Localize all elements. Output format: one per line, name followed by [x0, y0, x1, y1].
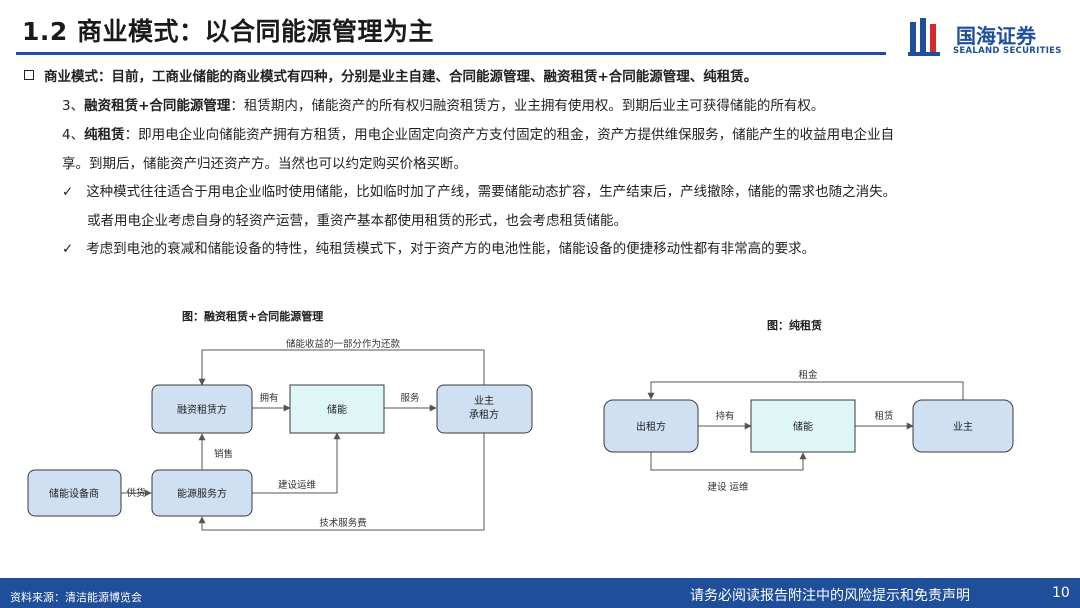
edge-service-label: 服务	[400, 392, 420, 404]
page-number: 10	[1052, 585, 1070, 601]
edge-build-operate-r-line	[650, 452, 807, 471]
edge-build-operate-label: 建设运维	[278, 479, 317, 491]
node-energy-service-box	[151, 469, 253, 517]
check-item-1-text: 这种模式往往适合于用电企业临时使用储能，比如临时加了产线，需要储能动态扩容，生产…	[86, 184, 897, 200]
edge-supply-label: 供货	[126, 487, 145, 499]
node-owner-label-1: 业主	[474, 395, 494, 407]
node-storage-r-box	[750, 399, 856, 453]
left-flow-diagram: 储能收益的一部分作为还款 拥有 服务 销售 供货 建设运维 技术服务费 融资租赁…	[27, 338, 533, 531]
model-3-name: 融资租赁+合同能源管理	[84, 98, 231, 114]
logo-text-cn: 国海证券	[956, 24, 1036, 48]
node-leasing-label: 融资租赁方	[177, 403, 227, 416]
node-equipment-label: 储能设备商	[49, 487, 99, 500]
check-item-2: ✓ 考虑到电池的衰减和储能设备的特性，纯租赁模式下，对于资产方的电池性能，储能设…	[62, 239, 815, 259]
edge-build-operate-line	[252, 432, 341, 494]
edge-lease-label: 租赁	[874, 410, 893, 422]
edge-hold-label: 持有	[715, 410, 734, 422]
node-owner-r-box	[912, 399, 1014, 453]
edge-revenue-share-line	[198, 349, 485, 386]
edge-own-label: 拥有	[259, 392, 278, 404]
footer-disclaimer: 请务必阅读报告附注中的风险提示和免责声明	[690, 588, 970, 604]
summary-text: 商业模式：目前，工商业储能的商业模式有四种，分别是业主自建、合同能源管理、融资租…	[44, 69, 758, 85]
sealand-logo-icon	[908, 18, 940, 56]
page-title: 1.2 商业模式：以合同能源管理为主	[22, 17, 434, 46]
node-energy-service-label: 能源服务方	[177, 487, 227, 500]
model-3-desc: ：租赁期内，储能资产的所有权归融资租赁方，业主拥有使用权。到期后业主可获得储能的…	[230, 98, 825, 114]
node-owner-r-label: 业主	[953, 421, 973, 433]
title-divider	[16, 52, 886, 55]
edge-build-operate-r-label: 建设 运维	[707, 481, 749, 493]
left-diagram-caption: 图：融资租赁+合同能源管理	[182, 310, 324, 323]
model-4-number: 4、	[62, 127, 85, 143]
square-bullet-icon	[24, 70, 34, 80]
node-leasing-box	[151, 384, 253, 434]
logo-text-en: SEALAND SECURITIES	[953, 46, 1062, 56]
edge-tech-fee-label: 技术服务费	[319, 517, 367, 529]
check-item-1: ✓ 这种模式往往适合于用电企业临时使用储能，比如临时加了产线，需要储能动态扩容，…	[62, 182, 896, 202]
model-4-desc: ：即用电企业向储能资产拥有方租赁，用电企业固定向资产方支付固定的租金，资产方提供…	[124, 127, 895, 143]
edge-tech-fee-line	[198, 432, 485, 531]
footer-source: 资料来源：清洁能源博览会	[10, 591, 142, 604]
node-equipment-box	[27, 469, 122, 517]
check-item-1-cont: 或者用电企业考虑自身的轻资产运营，重资产基本都使用租赁的形式，也会考虑租赁储能。	[87, 213, 627, 229]
right-diagram-caption: 图：纯租赁	[767, 319, 822, 332]
check-icon: ✓	[62, 184, 74, 200]
edge-rent-line	[647, 381, 964, 400]
right-flow-diagram: 租金 持有 租赁 建设 运维 出租方 储能 业主	[603, 369, 1014, 493]
model-3-number: 3、	[62, 98, 85, 114]
node-storage-r-label: 储能	[793, 420, 813, 433]
node-storage-box	[289, 384, 385, 434]
check-icon: ✓	[62, 241, 74, 257]
model-3-line: 3、融资租赁+合同能源管理：租赁期内，储能资产的所有权归融资租赁方，业主拥有使用…	[62, 96, 824, 116]
footer-bar	[0, 578, 1080, 608]
model-4-line-cont: 享。到期后，储能资产归还资产方。当然也可以约定购买价格买断。	[62, 156, 467, 172]
check-item-2-text: 考虑到电池的衰减和储能设备的特性，纯租赁模式下，对于资产方的电池性能，储能设备的…	[86, 241, 816, 257]
edge-rent-label: 租金	[798, 369, 818, 381]
node-owner-box	[436, 384, 533, 434]
model-4-name: 纯租赁	[84, 127, 125, 143]
node-lessor-box	[603, 399, 699, 453]
node-owner-label-2: 承租方	[469, 408, 499, 421]
model-4-line: 4、纯租赁：即用电企业向储能资产拥有方租赁，用电企业固定向资产方支付固定的租金，…	[62, 125, 894, 145]
summary-line: 商业模式：目前，工商业储能的商业模式有四种，分别是业主自建、合同能源管理、融资租…	[24, 67, 757, 87]
edge-revenue-share-label: 储能收益的一部分作为还款	[286, 338, 401, 350]
node-storage-label: 储能	[327, 403, 347, 416]
node-lessor-label: 出租方	[636, 420, 666, 433]
edge-sell-label: 销售	[214, 448, 233, 460]
